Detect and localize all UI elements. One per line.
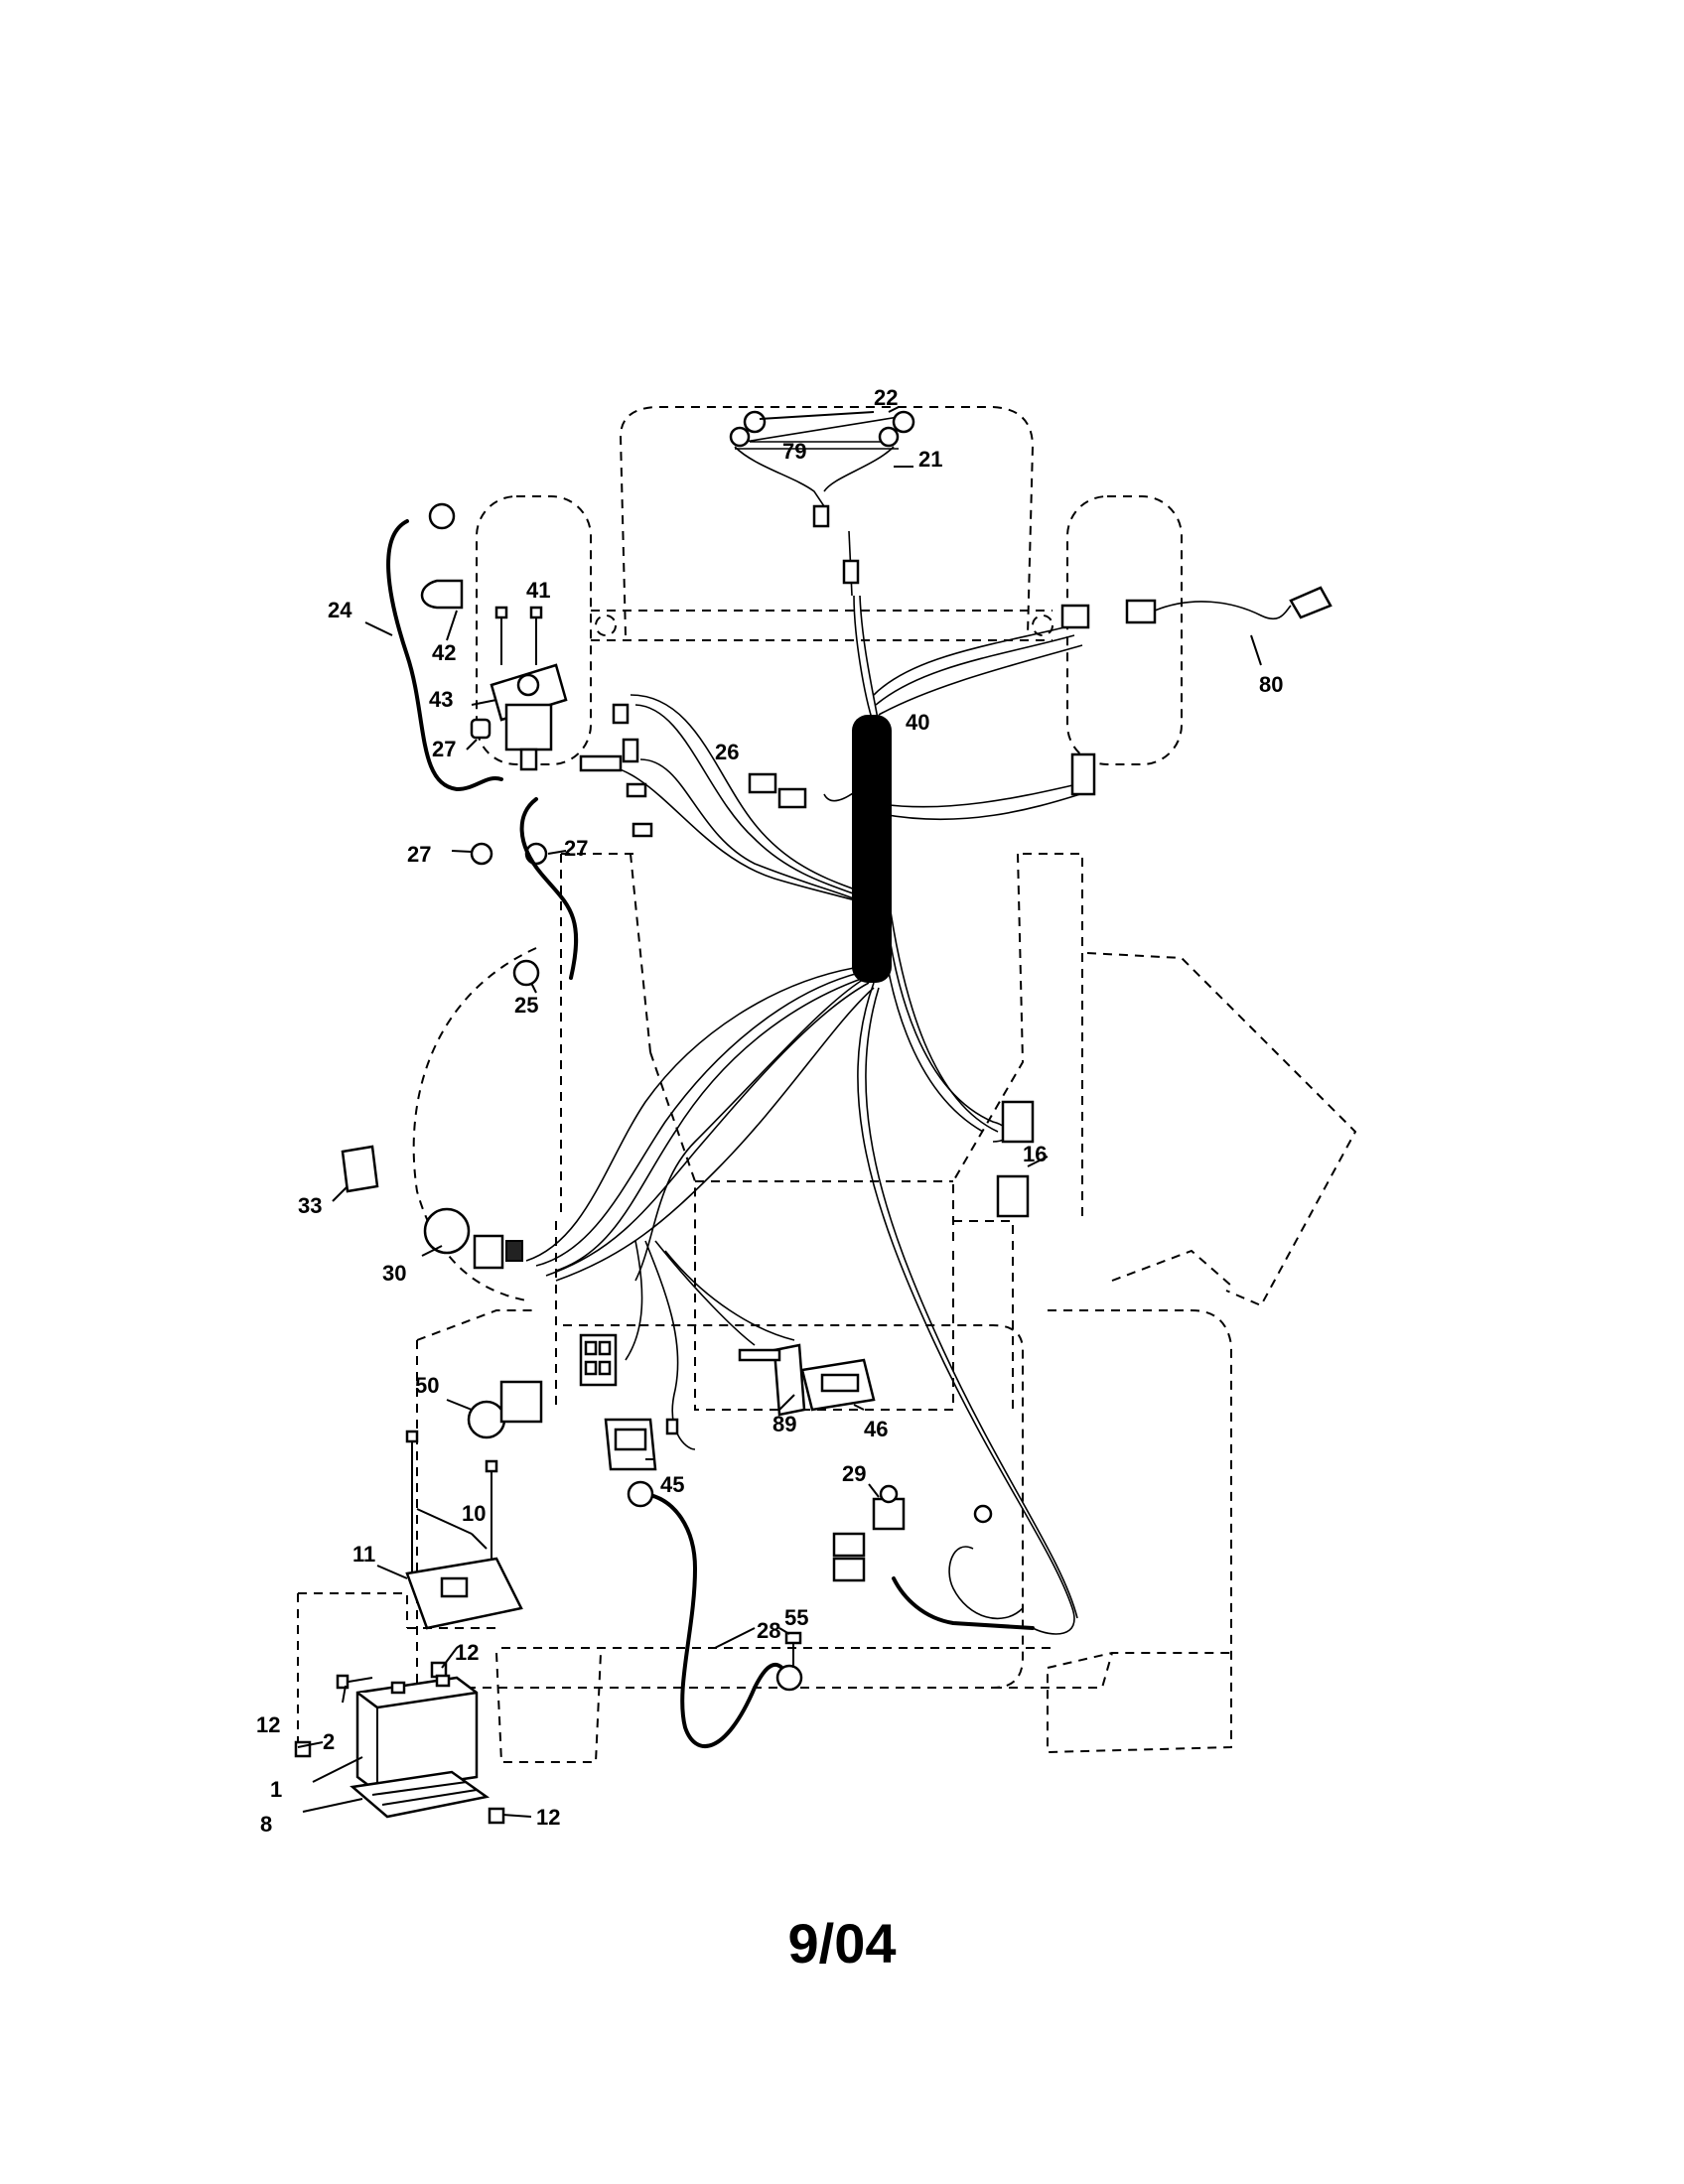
bolt-55 (784, 1631, 802, 1668)
battery-1 (355, 1674, 479, 1794)
connector-80 (1060, 586, 1333, 629)
wiring-harness-40 (525, 530, 1083, 1635)
callout-27c: 27 (564, 836, 588, 861)
ignition-switch-30 (423, 1207, 523, 1270)
solenoid-43 (490, 663, 568, 771)
bolts-41 (494, 606, 543, 665)
connector-26 (748, 772, 807, 809)
callout-55: 55 (784, 1605, 808, 1630)
terminal (665, 1418, 679, 1435)
callout-8: 8 (260, 1812, 272, 1837)
callout-79: 79 (782, 439, 806, 464)
callout-46: 46 (864, 1417, 888, 1441)
battery-tray-8 (350, 1770, 491, 1819)
callout-11: 11 (352, 1542, 375, 1567)
callout-41: 41 (526, 578, 550, 603)
callout-10: 10 (462, 1501, 486, 1526)
callout-27a: 27 (432, 737, 456, 761)
callout-16: 16 (1023, 1142, 1047, 1166)
nut-27a (470, 718, 491, 740)
connector-block (579, 1333, 618, 1387)
callout-26: 26 (715, 740, 739, 764)
callout-80: 80 (1259, 672, 1283, 697)
callout-25: 25 (514, 993, 538, 1018)
pto-switch-50 (467, 1380, 543, 1439)
callout-27d: 12 (455, 1640, 479, 1665)
callout-89: 89 (772, 1412, 796, 1436)
fuse-holder (579, 703, 653, 838)
callout-12a: 12 (256, 1712, 280, 1737)
nut-27b (470, 842, 493, 866)
relay-33 (341, 1145, 379, 1193)
revision-date: 9/04 (787, 1912, 897, 1975)
switch-16 (996, 1100, 1035, 1218)
battery-cable-24 (386, 502, 503, 792)
bracket-89 (738, 1343, 806, 1417)
hold-down-bracket-11 (405, 1557, 523, 1630)
nut-12b (488, 1807, 505, 1825)
headlight-harness (729, 410, 915, 585)
callout-12b: 12 (536, 1805, 560, 1830)
callout-21: 21 (918, 447, 942, 472)
ground-cable-25 (512, 797, 579, 987)
coil-sleeve (852, 715, 892, 983)
callout-27b: 27 (407, 842, 431, 867)
connector-rear (832, 1504, 993, 1582)
ground-cable-28 (627, 1480, 803, 1748)
callout-42: 42 (432, 640, 456, 665)
hour-meter-46 (800, 1358, 876, 1412)
callout-2: 2 (323, 1729, 335, 1754)
leader-lines (297, 406, 1262, 1818)
callout-50: 50 (415, 1373, 439, 1398)
module-45 (604, 1418, 657, 1471)
connector-right-mid (1070, 752, 1096, 796)
cable-clip-42 (420, 579, 464, 610)
callout-24: 24 (328, 598, 352, 622)
callout-33: 33 (298, 1193, 322, 1218)
callout-43: 43 (429, 687, 453, 712)
bolt-2 (336, 1674, 373, 1690)
tractor-outline (297, 406, 1357, 1763)
callout-22: 22 (874, 385, 898, 410)
seat-switch-29 (872, 1484, 906, 1531)
callout-1: 1 (270, 1777, 282, 1802)
callout-45: 45 (660, 1472, 684, 1497)
callout-28: 28 (757, 1618, 780, 1643)
callout-40: 40 (906, 710, 929, 735)
callout-30: 30 (382, 1261, 406, 1286)
callout-labels: 22 79 21 24 41 42 43 27 27 27 12 25 26 4… (256, 385, 1283, 1837)
callout-29: 29 (842, 1461, 866, 1486)
